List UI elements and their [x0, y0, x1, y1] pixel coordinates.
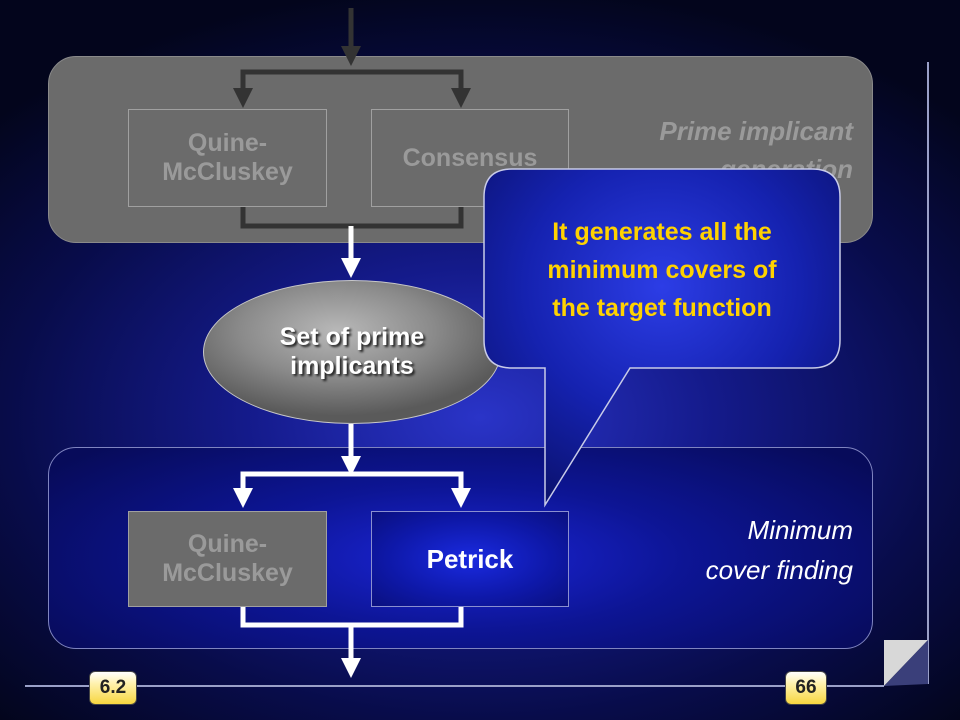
bottom-fork-connector	[240, 471, 464, 500]
page-number-badge: 66	[785, 671, 827, 705]
callout-text: It generates all the minimum covers of t…	[547, 218, 777, 322]
section-number-badge: 6.2	[89, 671, 137, 705]
bottom-quine-mccluskey-box: Quine-McCluskey	[128, 511, 327, 607]
top-quine-mccluskey-box: Quine-McCluskey	[128, 109, 327, 207]
top-consensus-box: Consensus	[371, 109, 569, 207]
petrick-box: Petrick	[371, 511, 569, 607]
top-fork-connector	[240, 69, 464, 100]
